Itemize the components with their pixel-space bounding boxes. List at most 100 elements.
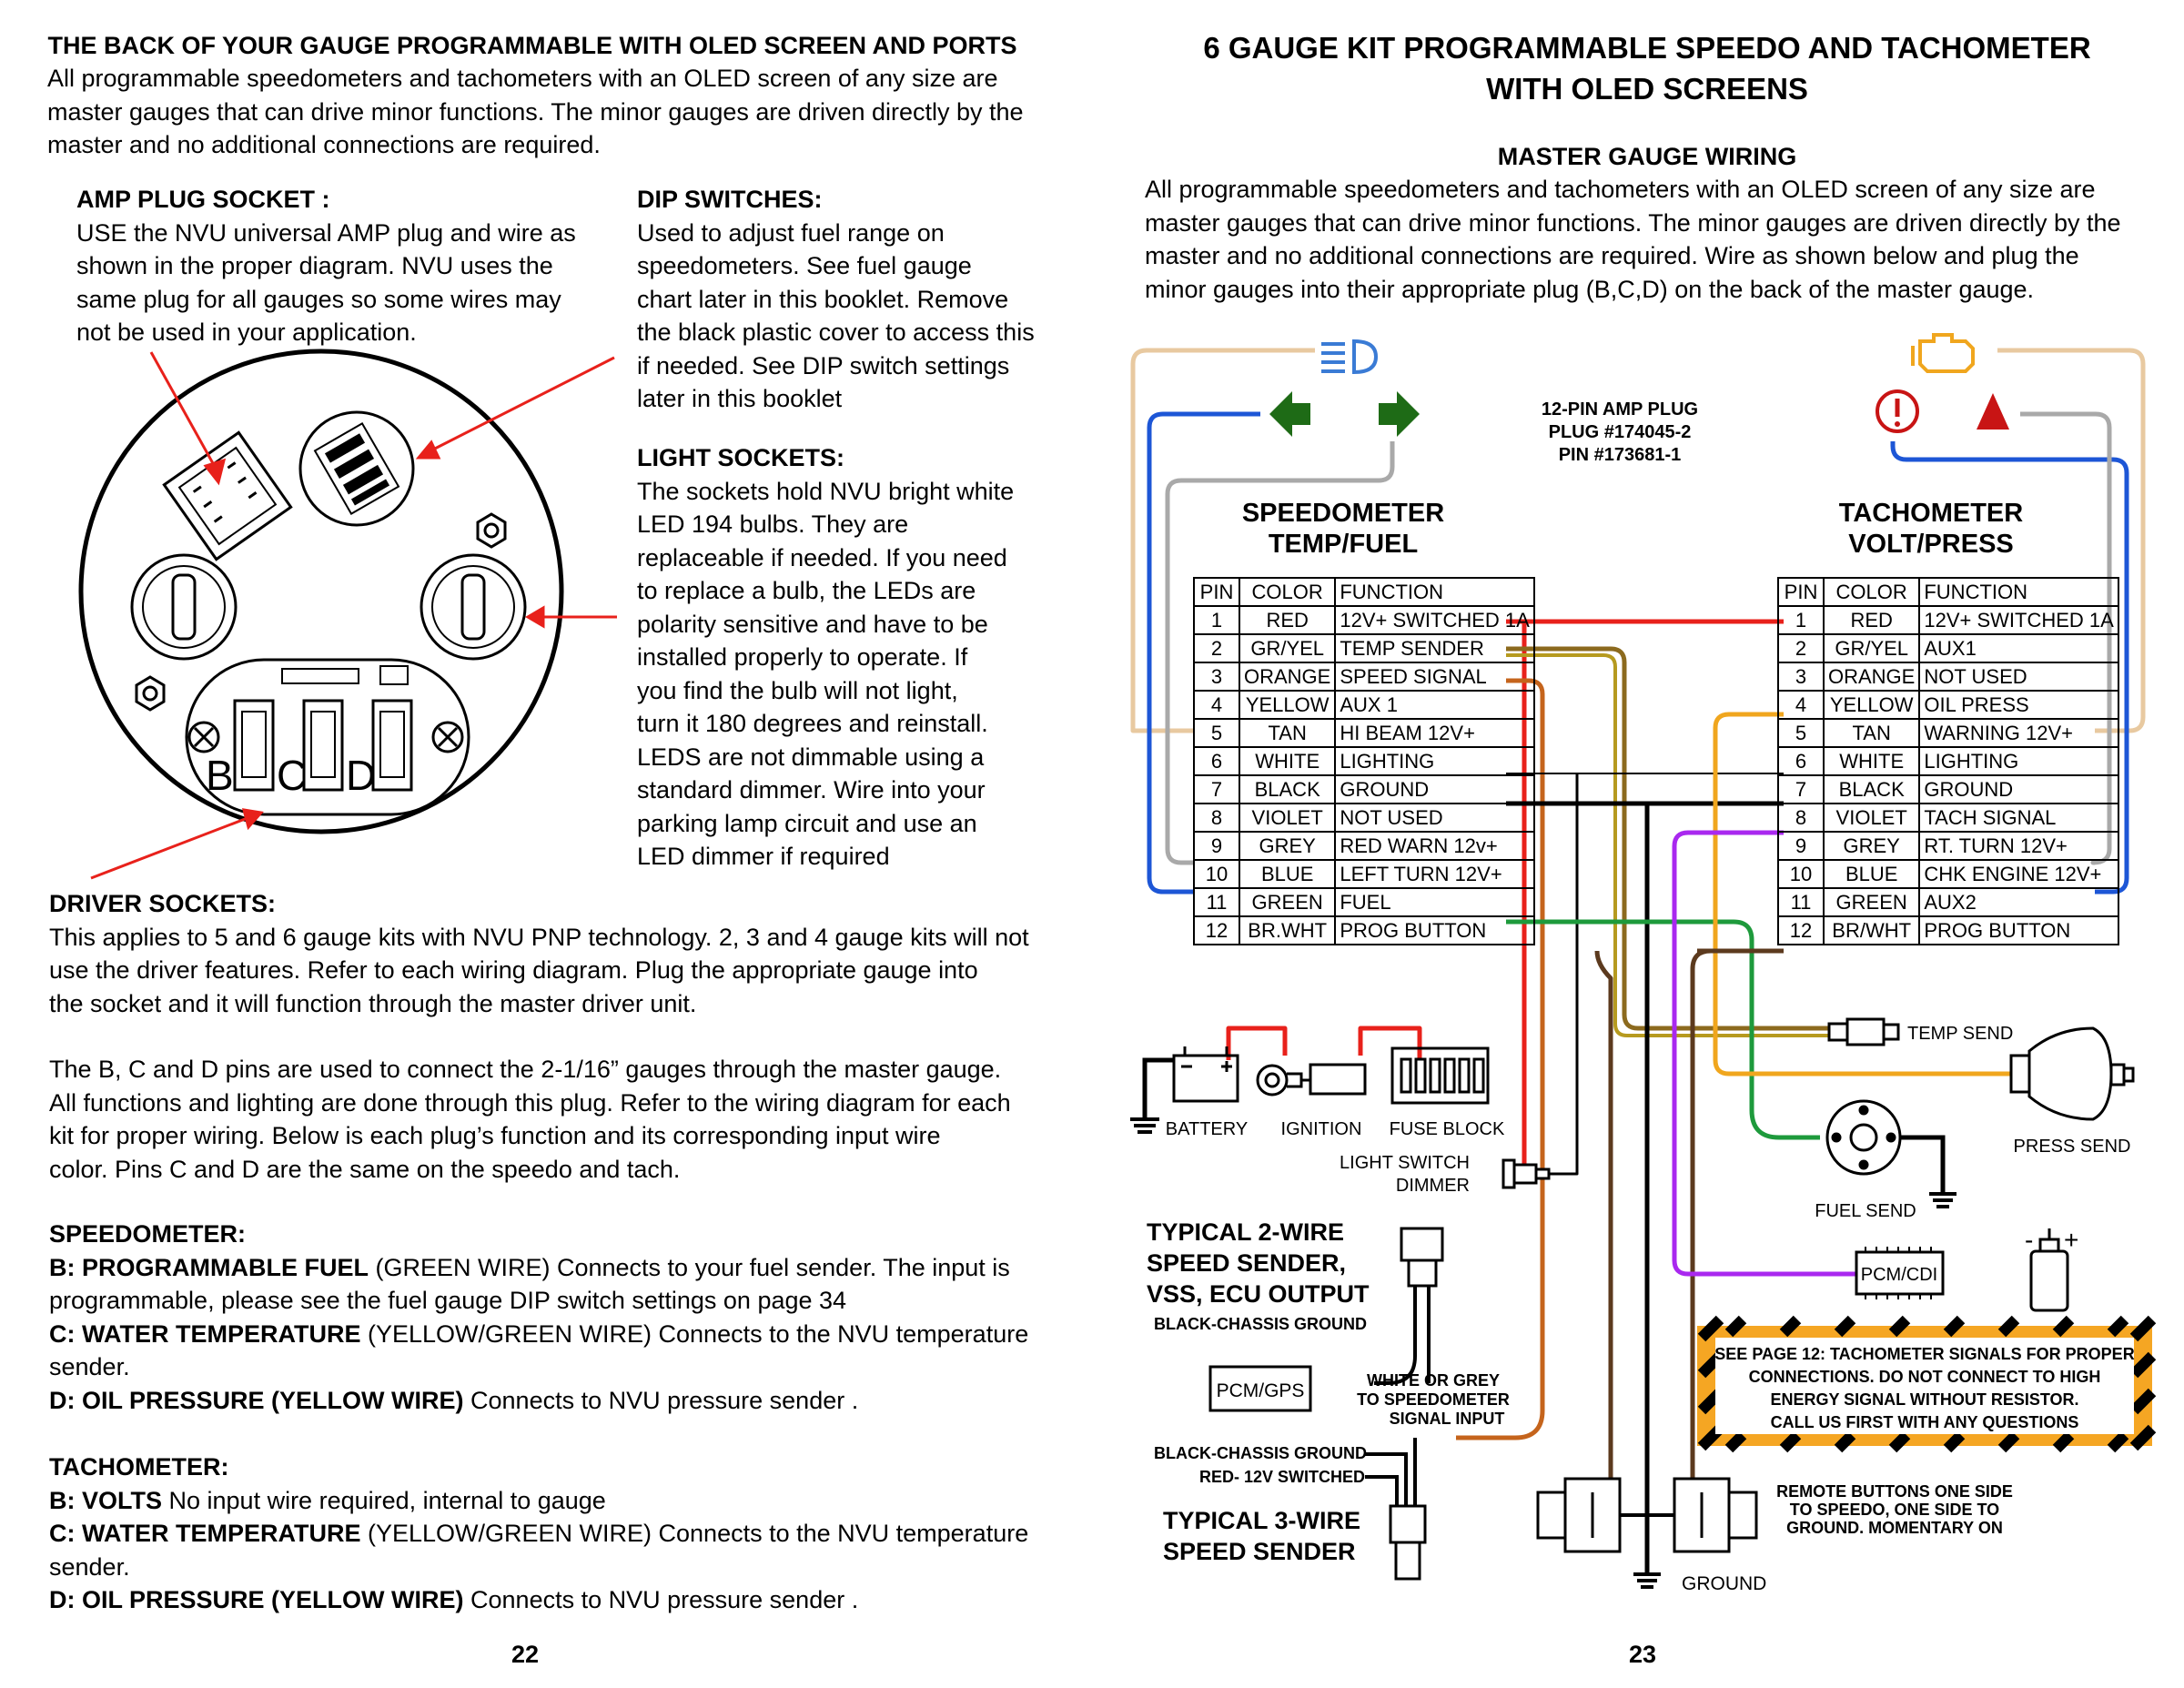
light-switch-icon [1502, 1158, 1551, 1189]
left-intro: All programmable speedometers and tachom… [47, 62, 1024, 162]
pcm-cdi-icon [1855, 1247, 1945, 1299]
pin-cell: 5 [1777, 718, 1825, 748]
speedo-c-text: sender. [49, 1353, 130, 1380]
color-cell: TAN [1238, 718, 1337, 748]
header-pin: PIN [1193, 577, 1240, 607]
three-wire-sender-icon [1365, 1438, 1427, 1581]
function-cell: PROG BUTTON [1918, 915, 2119, 945]
pin-cell: 7 [1193, 774, 1240, 804]
right-intro-line: master gauges that can drive minor funct… [1145, 208, 2121, 237]
amp-plug-section: AMP PLUG SOCKET : USE the NVU universal … [76, 183, 576, 349]
check-engine-icon [1911, 333, 1975, 373]
socket-label-d: D [346, 752, 376, 799]
warning-triangle-icon [1977, 393, 2009, 430]
color-cell: GREEN [1822, 887, 1921, 917]
speedometer-section: SPEEDOMETER: B: PROGRAMMABLE FUEL (GREEN… [49, 1218, 1028, 1417]
ignition-coil-icon [2029, 1228, 2069, 1312]
pin-cell: 11 [1777, 887, 1825, 917]
pin-cell: 4 [1777, 690, 1825, 720]
right-page-title: 6 GAUGE KIT PROGRAMMABLE SPEEDO AND TACH… [1147, 27, 2148, 109]
bcd-pins-section: The B, C and D pins are used to connect … [49, 1053, 1011, 1186]
color-cell: RED [1822, 605, 1921, 635]
callout-arrows [90, 351, 617, 880]
bcd-line: kit for proper wiring. Below is each plu… [49, 1122, 941, 1149]
pin-cell: 7 [1777, 774, 1825, 804]
volt-press-label: VOLT/PRESS [1848, 530, 2014, 559]
temp-sender-icon [1827, 1017, 1900, 1046]
pin-cell: 4 [1193, 690, 1240, 720]
fuse-block-icon [1390, 1046, 1490, 1105]
pin-cell: 8 [1193, 803, 1240, 833]
function-cell: 12V+ SWITCHED 1A [1334, 605, 1535, 635]
press-send-label: PRESS SEND [2014, 1137, 2131, 1157]
remote-buttons-line3: GROUND. MOMENTARY ON [1786, 1519, 2003, 1537]
pin-cell: 3 [1193, 662, 1240, 692]
left-intro-line: master gauges that can drive minor funct… [47, 97, 1024, 126]
color-cell: YELLOW [1822, 690, 1921, 720]
tach-c-text: (YELLOW/GREEN WIRE) Connects to the NVU … [360, 1520, 1029, 1547]
pin-cell: 5 [1193, 718, 1240, 748]
right-title-line: 6 GAUGE KIT PROGRAMMABLE SPEEDO AND TACH… [1203, 31, 2091, 65]
right-title-line: WITH OLED SCREENS [1486, 72, 1808, 106]
function-cell: OIL PRESS [1918, 690, 2119, 720]
light-line: polarity sensitive and have to be [637, 610, 988, 638]
color-cell: GREY [1238, 831, 1337, 861]
gauge-back-illustration: B C D [78, 349, 617, 880]
remote-buttons-line2: TO SPEEDO, ONE SIDE TO [1790, 1501, 1999, 1519]
right-intro-line: minor gauges into their appropriate plug… [1145, 275, 2035, 303]
amp-plug-line: not be used in your application. [76, 318, 417, 346]
color-cell: BR/WHT [1822, 915, 1921, 945]
color-cell: RED [1238, 605, 1337, 635]
left-intro-line: master and no additional connections are… [47, 131, 601, 158]
color-cell: GR/YEL [1822, 633, 1921, 663]
driver-line: This applies to 5 and 6 gauge kits with … [49, 923, 1029, 951]
two-wire-line3: VSS, ECU OUTPUT [1147, 1280, 1370, 1308]
header-color: COLOR [1238, 577, 1337, 607]
hi-beam-icon [1321, 339, 1379, 375]
right-turn-arrow-icon [1379, 391, 1420, 437]
tachometer-section: TACHOMETER: B: VOLTS No input wire requi… [49, 1450, 1028, 1617]
amp-plug-line3: PIN #173681-1 [1559, 445, 1682, 465]
battery-label: BATTERY [1166, 1119, 1248, 1139]
color-cell: BLACK [1822, 774, 1921, 804]
pin-cell: 2 [1777, 633, 1825, 663]
speedometer-label: SPEEDOMETER [1242, 499, 1444, 528]
speedo-c-label: C: WATER TEMPERATURE [49, 1319, 361, 1348]
speedo-c-text: (YELLOW/GREEN WIRE) Connects to the NVU … [360, 1319, 1029, 1348]
pcm-gps-icon [1208, 1365, 1312, 1412]
color-cell: VIOLET [1238, 803, 1337, 833]
two-wire-sender-icon [1374, 1227, 1444, 1385]
function-cell: NOT USED [1334, 803, 1535, 833]
white-grey-line3: SIGNAL INPUT [1390, 1410, 1505, 1428]
function-cell: AUX1 [1918, 633, 2119, 663]
white-grey-line2: TO SPEEDOMETER [1357, 1390, 1510, 1409]
warning-circle-icon [1876, 389, 1919, 433]
pin-cell: 6 [1193, 746, 1240, 776]
function-cell: LIGHTING [1918, 746, 2119, 776]
amp-plug-line: shown in the proper diagram. NVU uses th… [76, 252, 553, 279]
amp-plug-socket [162, 430, 293, 561]
socket-label-c: C [277, 752, 307, 799]
remote-button-left [1536, 1477, 1622, 1553]
bcd-line: All functions and lighting are done thro… [49, 1088, 1011, 1117]
master-gauge-wiring-heading: MASTER GAUGE WIRING [1497, 143, 1797, 170]
ground-symbol [1130, 1117, 1159, 1134]
pcm-cdi-label: PCM/CDI [1861, 1265, 1937, 1285]
amp-plug-line: same plug for all gauges so some wires m… [76, 285, 561, 313]
table-header-row: PIN COLOR FUNCTION [1777, 577, 2119, 607]
light-line: standard dimmer. Wire into your [637, 776, 986, 804]
socket-label-b: B [206, 752, 234, 799]
pin-cell: 10 [1193, 859, 1240, 889]
